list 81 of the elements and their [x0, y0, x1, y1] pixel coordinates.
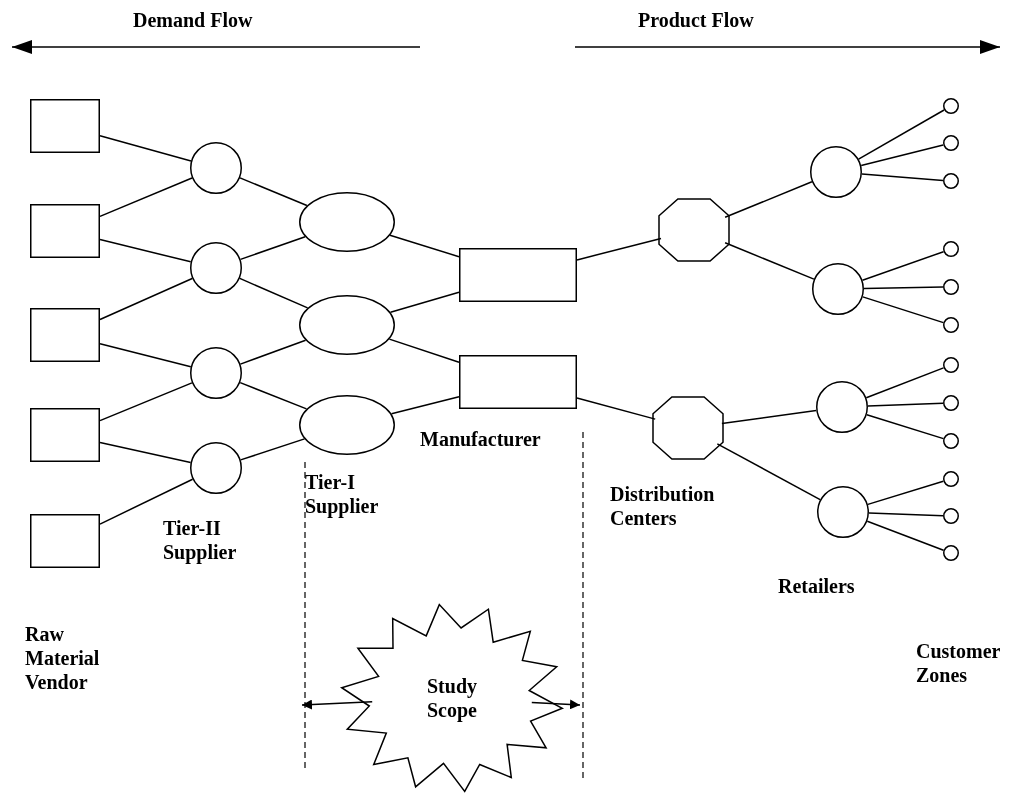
- starburst-shape: [341, 604, 563, 792]
- square-box: [30, 99, 100, 153]
- connector-line: [99, 343, 192, 368]
- connector-line: [866, 520, 945, 551]
- node-label: Study Scope: [426, 674, 478, 722]
- connector-line: [724, 242, 815, 280]
- circle-node: [943, 471, 959, 487]
- square-box: [459, 248, 577, 302]
- connector-line: [862, 296, 945, 324]
- connector-line: [868, 512, 944, 517]
- connector-line: [866, 413, 945, 440]
- stage-label: Tier-II Supplier: [163, 516, 238, 564]
- connector-line: [724, 181, 813, 219]
- circle-node: [943, 98, 959, 114]
- connector-line: [389, 234, 460, 258]
- stage-label: Product Flow: [638, 8, 755, 32]
- connector-line: [99, 277, 193, 321]
- circle-node: [190, 142, 242, 194]
- circle-node: [816, 381, 868, 433]
- circle-node: [943, 241, 959, 257]
- connector-line: [867, 480, 945, 506]
- arrow: [301, 699, 373, 710]
- connector-line: [99, 441, 192, 464]
- connector-line: [857, 109, 945, 160]
- connector-line: [867, 402, 944, 407]
- stage-label: Manufacturer: [420, 427, 542, 451]
- connector-line: [861, 250, 945, 282]
- circle-node: [190, 442, 242, 494]
- circle-node: [190, 347, 242, 399]
- circle-node: [943, 395, 959, 411]
- circle-node: [943, 279, 959, 295]
- connector-line: [99, 382, 193, 422]
- connector-line: [576, 397, 656, 420]
- stage-label: Tier-I Supplier: [305, 470, 380, 518]
- circle-node: [817, 486, 869, 538]
- connector-line: [239, 339, 307, 365]
- stage-label: Raw Material Vendor: [25, 622, 101, 694]
- circle-node: [812, 263, 864, 315]
- circle-node: [810, 146, 862, 198]
- arrow: [531, 699, 581, 710]
- circle-node: [943, 173, 959, 189]
- circle-node: [943, 317, 959, 333]
- square-box: [459, 355, 577, 409]
- connector-line: [860, 144, 944, 167]
- circle-node: [943, 357, 959, 373]
- connector-line: [99, 134, 192, 162]
- connector-line: [239, 438, 306, 461]
- connector-line: [861, 173, 944, 182]
- circle-node: [190, 242, 242, 294]
- connector-line: [721, 409, 817, 425]
- square-box: [30, 408, 100, 462]
- connector-line: [99, 177, 193, 218]
- stage-label: Retailers: [778, 574, 856, 598]
- connector-line: [576, 237, 662, 261]
- circle-node: [943, 433, 959, 449]
- octagon-node: [659, 199, 729, 261]
- stage-label: Customer Zones: [916, 639, 1002, 687]
- ellipse-node: [299, 395, 395, 455]
- square-box: [30, 308, 100, 362]
- connector-line: [863, 286, 944, 290]
- square-box: [30, 204, 100, 258]
- stage-label: Distribution Centers: [610, 482, 716, 530]
- connector-line: [99, 238, 192, 263]
- connector-line: [388, 338, 460, 364]
- connector-line: [239, 235, 306, 261]
- connector-line: [99, 478, 194, 525]
- connector-line: [239, 177, 308, 207]
- connector-line: [239, 277, 309, 309]
- connector-line: [865, 367, 945, 399]
- stage-label: Demand Flow: [133, 8, 254, 32]
- octagon-node: [653, 397, 723, 459]
- connector-line: [390, 396, 460, 415]
- square-box: [30, 514, 100, 568]
- connector-line: [389, 291, 460, 314]
- ellipse-node: [299, 192, 395, 252]
- circle-node: [943, 135, 959, 151]
- connector-line: [716, 443, 821, 501]
- circle-node: [943, 545, 959, 561]
- connector-line: [239, 381, 308, 410]
- circle-node: [943, 508, 959, 524]
- ellipse-node: [299, 295, 395, 355]
